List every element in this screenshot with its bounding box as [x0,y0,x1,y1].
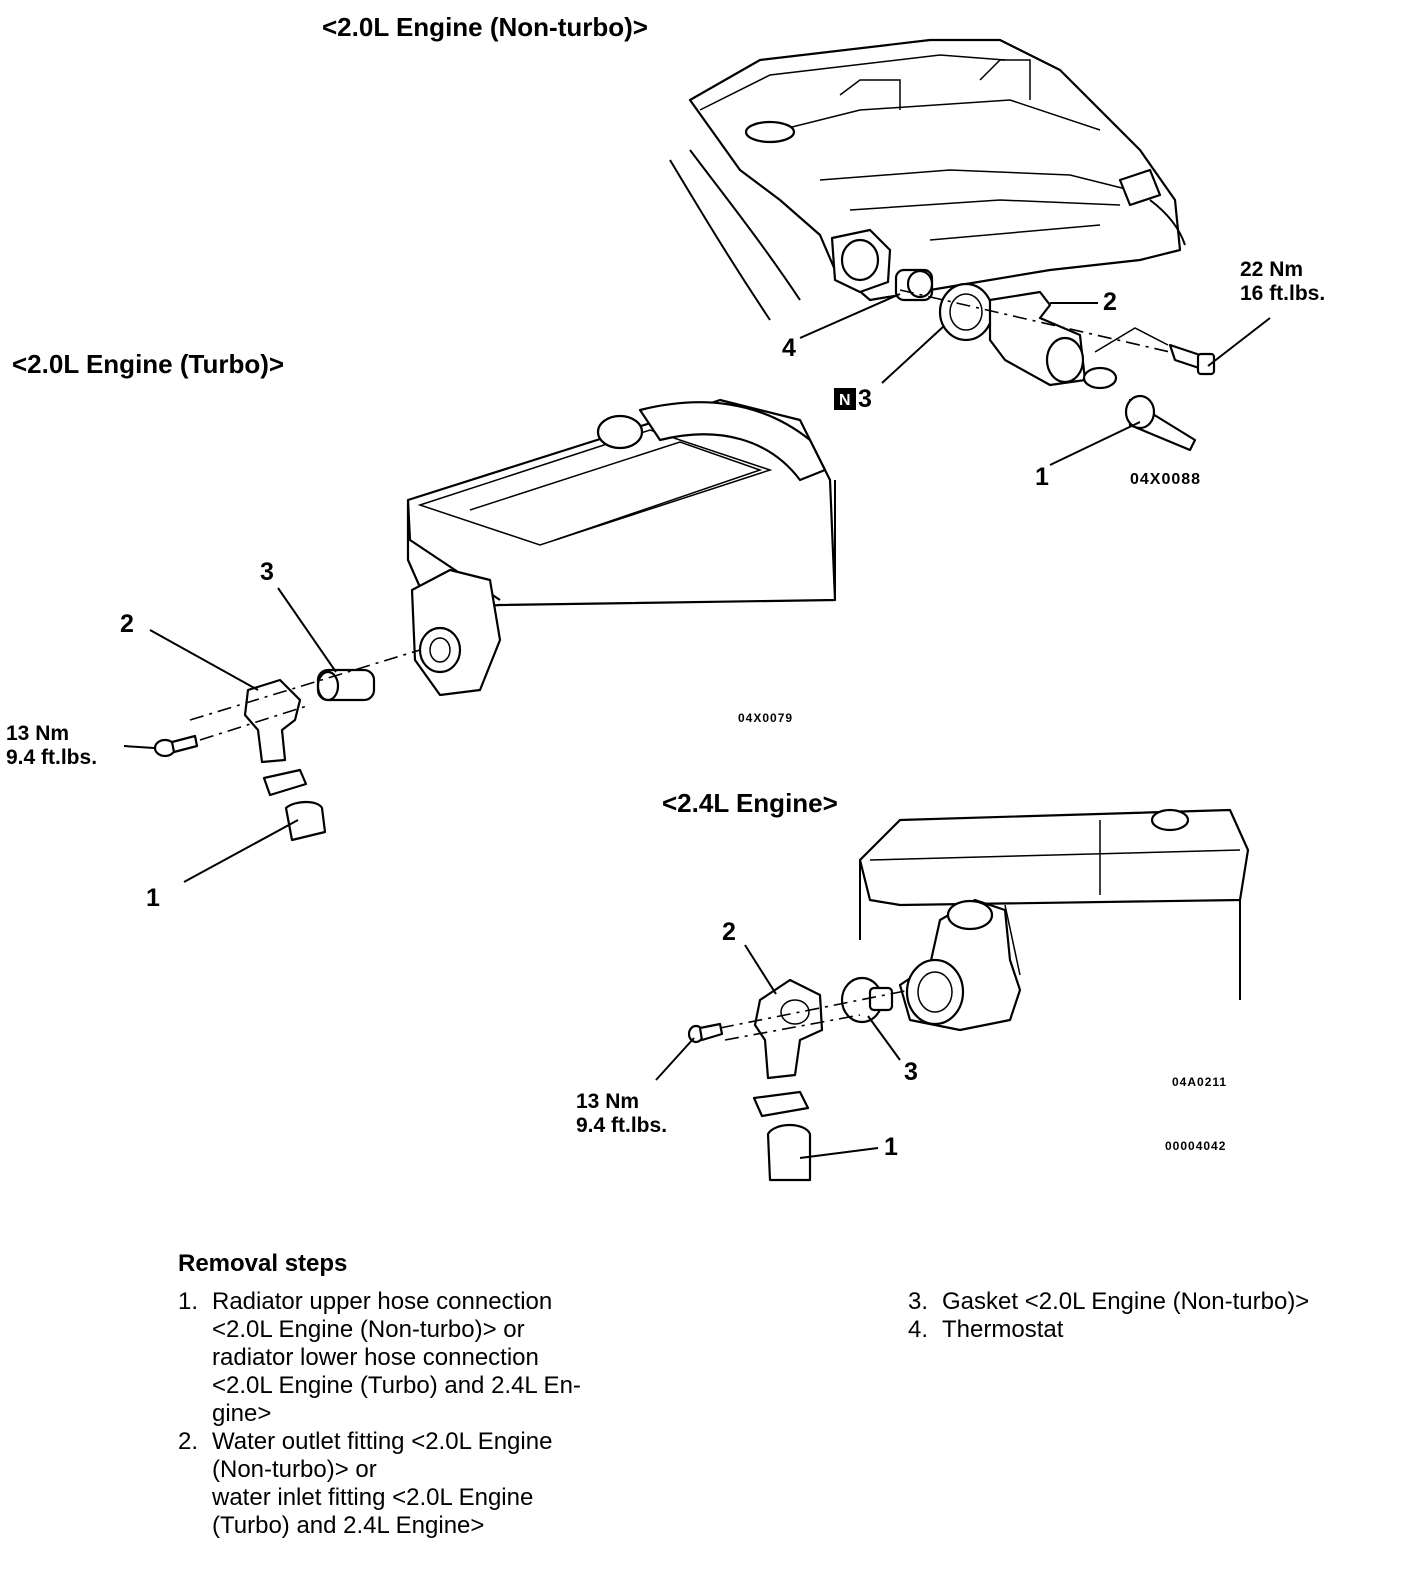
removal-step-line: Thermostat [942,1316,1064,1343]
nonturbo-gasket [938,282,994,342]
nonturbo-title: <2.0L Engine (Non-turbo)> [322,12,648,42]
removal-step-number: 4. [908,1316,929,1343]
removal-step: 4. Thermostat [908,1316,1408,1344]
nonturbo-new-part-mark [834,388,856,410]
nonturbo-torque-ftlbs: 16 ft.lbs. [1240,282,1325,305]
turbo-callout-3: 3 [260,558,274,586]
removal-step-number: 1. [178,1288,199,1315]
removal-step-line: <2.0L Engine (Turbo) and 2.4L En- [212,1372,581,1399]
nonturbo-callout-2: 2 [1103,288,1117,316]
nonturbo-bolt [1168,343,1216,376]
engine24-bolt [687,1022,724,1044]
engine24-torque-nm: 13 Nm [576,1090,639,1113]
turbo-torque-ftlbs: 9.4 ft.lbs. [6,746,97,769]
nonturbo-callout-4: 4 [782,334,796,362]
turbo-callout-1: 1 [146,884,160,912]
turbo-figure-code: 04X0079 [738,711,793,725]
removal-step-number: 3. [908,1288,929,1315]
engine24-callout-2: 2 [722,918,736,946]
removal-step: 2. Water outlet fitting <2.0L Engine(Non-… [178,1428,698,1540]
engine24-engine-drawing [858,808,1250,1000]
removal-step-text: Thermostat [942,1316,1408,1344]
removal-step-line: radiator lower hose connection [212,1344,539,1371]
engine24-diagram: <2.4L Engine> [576,788,1250,1182]
engine24-callout-1: 1 [884,1133,898,1161]
removal-step-text: Radiator upper hose connection<2.0L Engi… [212,1288,698,1428]
removal-step-line: Radiator upper hose connection [212,1288,553,1315]
engine24-radiator-hose [766,1123,812,1182]
removal-step-number: 2. [178,1428,199,1455]
removal-steps: Removal steps 1. Radiator upper hose conn… [178,1250,1398,1539]
nonturbo-thermostat [894,268,934,302]
engine24-hose-clamp [752,1090,810,1118]
nonturbo-callout-1: 1 [1035,463,1049,491]
removal-step-line: <2.0L Engine (Non-turbo)> or [212,1316,525,1343]
engine24-title: <2.4L Engine> [662,788,838,818]
turbo-thermostat [316,668,376,702]
engine24-callout-3: 3 [904,1058,918,1086]
engine24-thermostat [840,976,894,1024]
removal-steps-heading: Removal steps [178,1250,348,1277]
turbo-torque-nm: 13 Nm [6,722,69,745]
removal-steps-left: 1.Radiator upper hose connection<2.0L En… [178,1288,698,1540]
removal-step: 1.Radiator upper hose connection<2.0L En… [178,1288,698,1428]
figure-code: 00004042 [1165,1139,1226,1153]
nonturbo-figure-code: 04X0088 [1130,471,1201,488]
removal-step-text: Gasket <2.0L Engine (Non-turbo)> [942,1288,1408,1316]
turbo-thermostat-housing [410,568,502,697]
turbo-bolt [153,734,199,758]
nonturbo-engine-drawing [669,38,1186,321]
removal-step-line: water inlet fitting <2.0L Engine [212,1484,534,1511]
removal-step-line: Gasket <2.0L Engine (Non-turbo)> [942,1288,1310,1315]
turbo-engine-drawing [406,398,837,612]
removal-step-line: gine> [212,1400,272,1427]
turbo-radiator-hose [284,800,327,842]
removal-steps-right: 3. Gasket <2.0L Engine (Non-turbo)> 4. Ther… [908,1288,1408,1344]
removal-step-text: Water outlet fitting <2.0L Engine(Non-tu… [212,1428,698,1540]
turbo-water-inlet-fitting [243,678,302,764]
engine24-figure-code: 04A0211 [1172,1075,1227,1089]
nonturbo-torque-nm: 22 Nm [1240,258,1303,281]
nonturbo-n-mark: N [839,392,851,409]
nonturbo-callout-3: 3 [858,385,872,413]
turbo-hose-clamp [262,768,308,797]
removal-step: 3. Gasket <2.0L Engine (Non-turbo)> [908,1288,1408,1316]
nonturbo-hose-clamp [1082,366,1118,390]
removal-step-line: Water outlet fitting <2.0L Engine [212,1428,553,1455]
turbo-callout-2: 2 [120,610,134,638]
nonturbo-diagram: <2.0L Engine (Non-turbo)> [322,12,1325,491]
engine24-torque-ftlbs: 9.4 ft.lbs. [576,1114,667,1137]
turbo-diagram: <2.0L Engine (Turbo)> [6,349,837,912]
removal-step-line: (Non-turbo)> or [212,1456,377,1483]
turbo-title: <2.0L Engine (Turbo)> [12,349,284,379]
removal-step-line: (Turbo) and 2.4L Engine> [212,1512,485,1539]
